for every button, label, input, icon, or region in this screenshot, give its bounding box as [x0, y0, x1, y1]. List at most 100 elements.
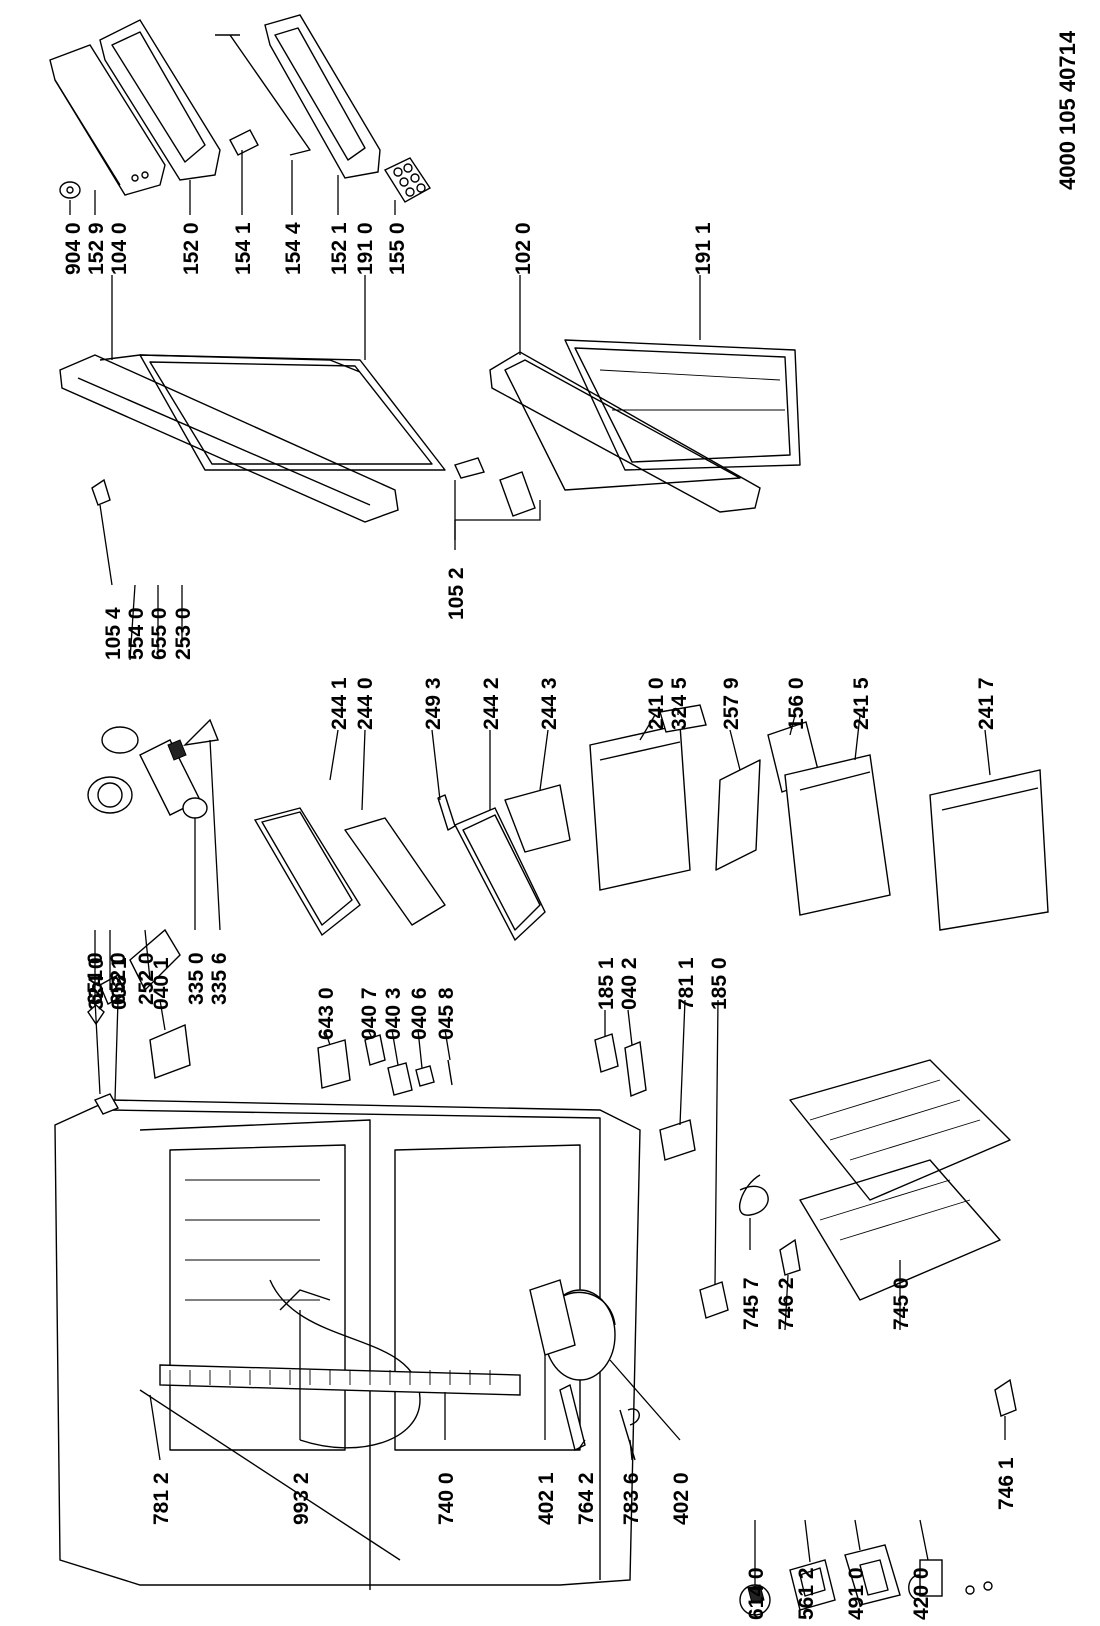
part-label: 257 9 — [720, 677, 743, 730]
part-label: 241 5 — [850, 677, 873, 730]
part-label: 155 0 — [386, 222, 409, 275]
egg-tray-1550 — [383, 157, 432, 203]
divider-3245 — [659, 704, 707, 733]
crisper-2410 — [589, 724, 691, 891]
part-label: 191 1 — [692, 222, 715, 275]
glass-shelf-2440 — [344, 817, 446, 926]
heater-9932 — [279, 1289, 331, 1311]
hinge-plate-6430 — [317, 1039, 351, 1089]
fridge-door-1040 — [59, 354, 399, 523]
part-label: 244 3 — [538, 677, 561, 730]
part-label: 614 0 — [745, 1567, 768, 1620]
part-label: 324 0 — [85, 957, 108, 1010]
part-label: 244 0 — [354, 677, 377, 730]
vent-grille-7811 — [659, 1119, 696, 1161]
document-number: 4000 105 40714 — [1055, 30, 1080, 190]
part-label: 040 2 — [618, 957, 641, 1010]
part-label: 244 1 — [328, 677, 351, 730]
part-label: 104 0 — [108, 222, 131, 275]
handle-set-1052 — [454, 457, 536, 517]
part-label: 745 0 — [890, 1277, 913, 1330]
condenser-7400 — [159, 1364, 521, 1396]
thermal-protector-6140 — [739, 1584, 771, 1616]
bottle-retainer-1544 — [215, 34, 311, 156]
part-label: 781 1 — [675, 957, 698, 1010]
filter-dryer-7642 — [559, 1383, 586, 1452]
shelf-2441 — [253, 807, 361, 937]
hinge-cover-3240 — [93, 1093, 120, 1115]
part-label: 040 3 — [382, 987, 405, 1040]
part-label: 249 3 — [422, 677, 445, 730]
part-label: 045 8 — [435, 987, 458, 1040]
drawer-2415 — [784, 754, 891, 916]
capacitor-4200 — [908, 1559, 993, 1601]
cabinet-body — [54, 1099, 641, 1590]
part-label: 746 1 — [995, 1457, 1018, 1510]
part-label: 746 2 — [775, 1277, 798, 1330]
door-bin-1520 — [99, 19, 221, 181]
part-label: 191 0 — [354, 222, 377, 275]
part-label: 105 4 — [102, 607, 125, 660]
part-label: 745 7 — [740, 1277, 763, 1330]
part-label: 655 0 — [148, 607, 171, 660]
part-label: 652 0 — [107, 952, 130, 1005]
part-label: 402 0 — [670, 1472, 693, 1525]
part-label: 764 2 — [575, 1472, 598, 1525]
shelf-trim-2493 — [437, 794, 456, 831]
part-label: 651 0 — [84, 952, 107, 1005]
part-label: 003 1 — [108, 957, 131, 1010]
part-label: 643 0 — [315, 987, 338, 1040]
part-label: 402 1 — [535, 1472, 558, 1525]
part-label: 185 0 — [708, 957, 731, 1010]
part-label: 781 2 — [150, 1472, 173, 1525]
capillary-7836 — [619, 1408, 640, 1461]
part-label: 154 1 — [232, 222, 255, 275]
glass-shelf-2443 — [504, 784, 571, 853]
part-label: 253 0 — [172, 607, 195, 660]
shelf-2442 — [454, 807, 546, 942]
door-gasket-1911 — [564, 339, 801, 471]
part-label: 252 0 — [135, 952, 158, 1005]
part-label: 554 0 — [125, 607, 148, 660]
part-label: 040 1 — [150, 957, 173, 1010]
part-label: 152 1 — [328, 222, 351, 275]
part-label: 152 9 — [85, 222, 108, 275]
knob-9040 — [59, 181, 81, 199]
part-label: 740 0 — [435, 1472, 458, 1525]
door-seal-7812 — [139, 1389, 401, 1561]
cover-4910 — [844, 1544, 901, 1606]
part-label: 561 2 — [795, 1567, 818, 1620]
drawer-2417 — [929, 769, 1049, 931]
part-label: 324 5 — [668, 677, 691, 730]
part-label: 040 6 — [408, 987, 431, 1040]
hinge-0401 — [149, 1023, 191, 1079]
part-label: 102 0 — [512, 222, 535, 275]
relay-4021 — [529, 1279, 576, 1356]
door-bin-1521 — [264, 14, 381, 179]
part-label: 420 0 — [910, 1567, 933, 1620]
door-bin-cover-1529 — [49, 44, 166, 196]
foot-cover-1850 — [699, 1281, 729, 1319]
part-label: 993 2 — [290, 1472, 313, 1525]
part-label: 185 1 — [595, 957, 618, 1010]
clip-1541 — [229, 129, 259, 156]
starter-relay-5612 — [789, 1559, 836, 1611]
middle-hinge-group — [364, 1034, 453, 1096]
part-label: 241 7 — [975, 677, 998, 730]
wire-rack-7450 — [789, 1059, 1011, 1301]
part-label: 241 0 — [645, 677, 668, 730]
foot-7461 — [994, 1378, 1017, 1417]
part-label: 105 2 — [445, 567, 468, 620]
hinge-1851-0402 — [594, 1033, 647, 1097]
part-label: 904 0 — [62, 222, 85, 275]
wire-7457 — [739, 1174, 769, 1216]
part-label: 154 4 — [282, 222, 305, 275]
part-label: 491 0 — [845, 1567, 868, 1620]
part-label: 156 0 — [785, 677, 808, 730]
part-label: 152 0 — [180, 222, 203, 275]
part-label: 040 7 — [358, 987, 381, 1040]
part-labels: 904 0 152 9 104 0 152 0 154 1 154 4 152 … — [62, 222, 1018, 1620]
thermostat-group — [87, 718, 219, 1026]
freezer-door-1020 — [489, 351, 761, 513]
